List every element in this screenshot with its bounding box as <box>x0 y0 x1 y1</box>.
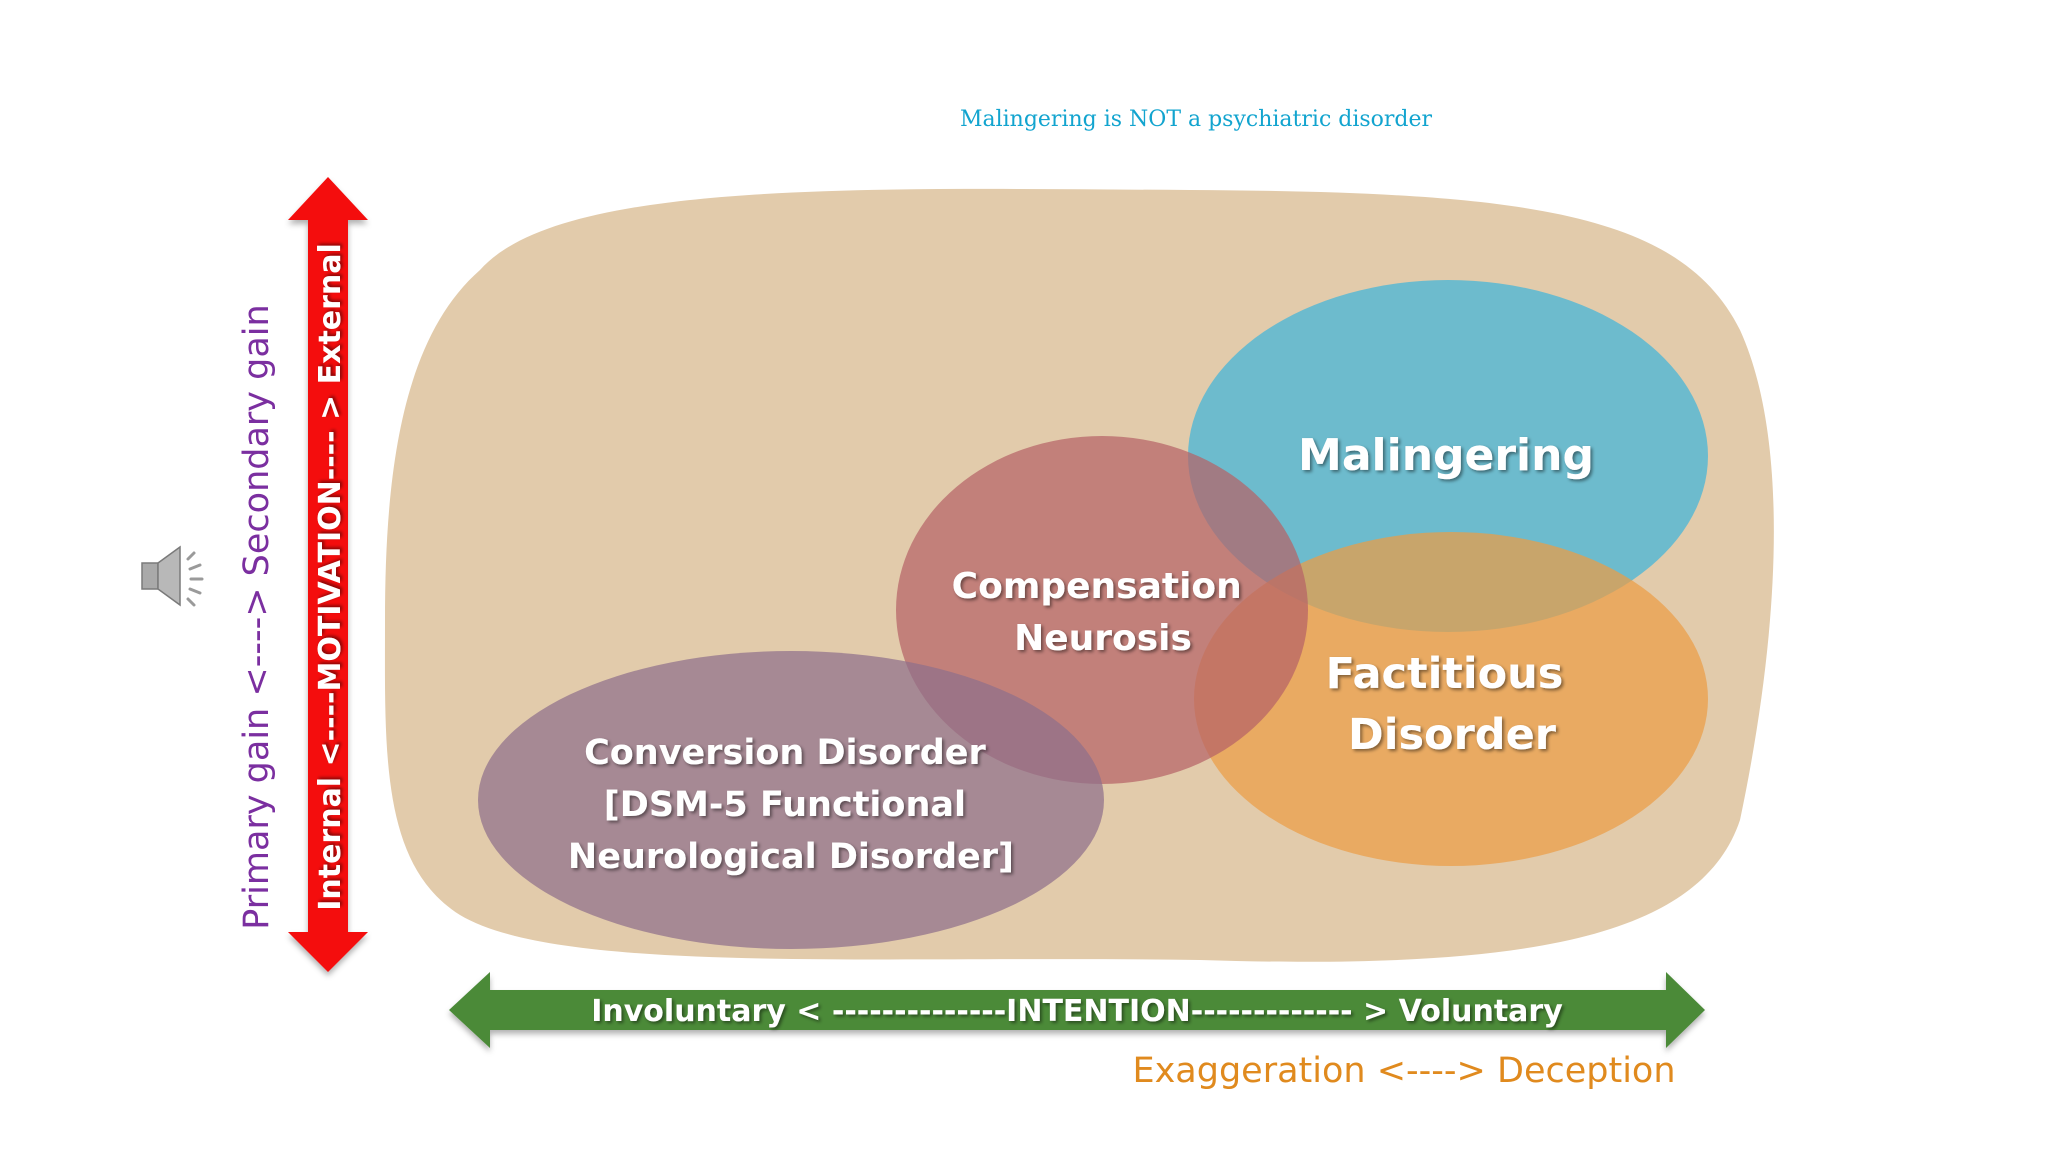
bubble-label-compensation: Compensation Neurosis <box>952 566 1255 659</box>
bubble-conversion <box>478 651 1104 949</box>
bubble-factitious <box>1194 532 1708 866</box>
motivation-arrow <box>288 177 368 972</box>
speaker-icon[interactable] <box>141 545 204 607</box>
bubble-malingering <box>1188 280 1708 632</box>
motivation-arrow-label: Internal <----MOTIVATION---- > External <box>313 243 348 911</box>
bubble-label-factitious: Factitious Disorder <box>1326 649 1579 760</box>
intention-arrow-label: Involuntary < --------------INTENTION---… <box>591 994 1563 1029</box>
bubble-label-conversion: Conversion Disorder [DSM-5 Functional Ne… <box>568 733 1014 877</box>
intention-arrow <box>449 972 1705 1048</box>
bubble-label-malingering: Malingering <box>1298 430 1594 481</box>
exaggeration-deception-label: Exaggeration <----> Deception <box>1132 1051 1675 1091</box>
slide-subtitle: Malingering is NOT a psychiatric disorde… <box>960 107 1433 132</box>
primary-secondary-gain-label: Primary gain <----> Secondary gain <box>237 304 277 929</box>
